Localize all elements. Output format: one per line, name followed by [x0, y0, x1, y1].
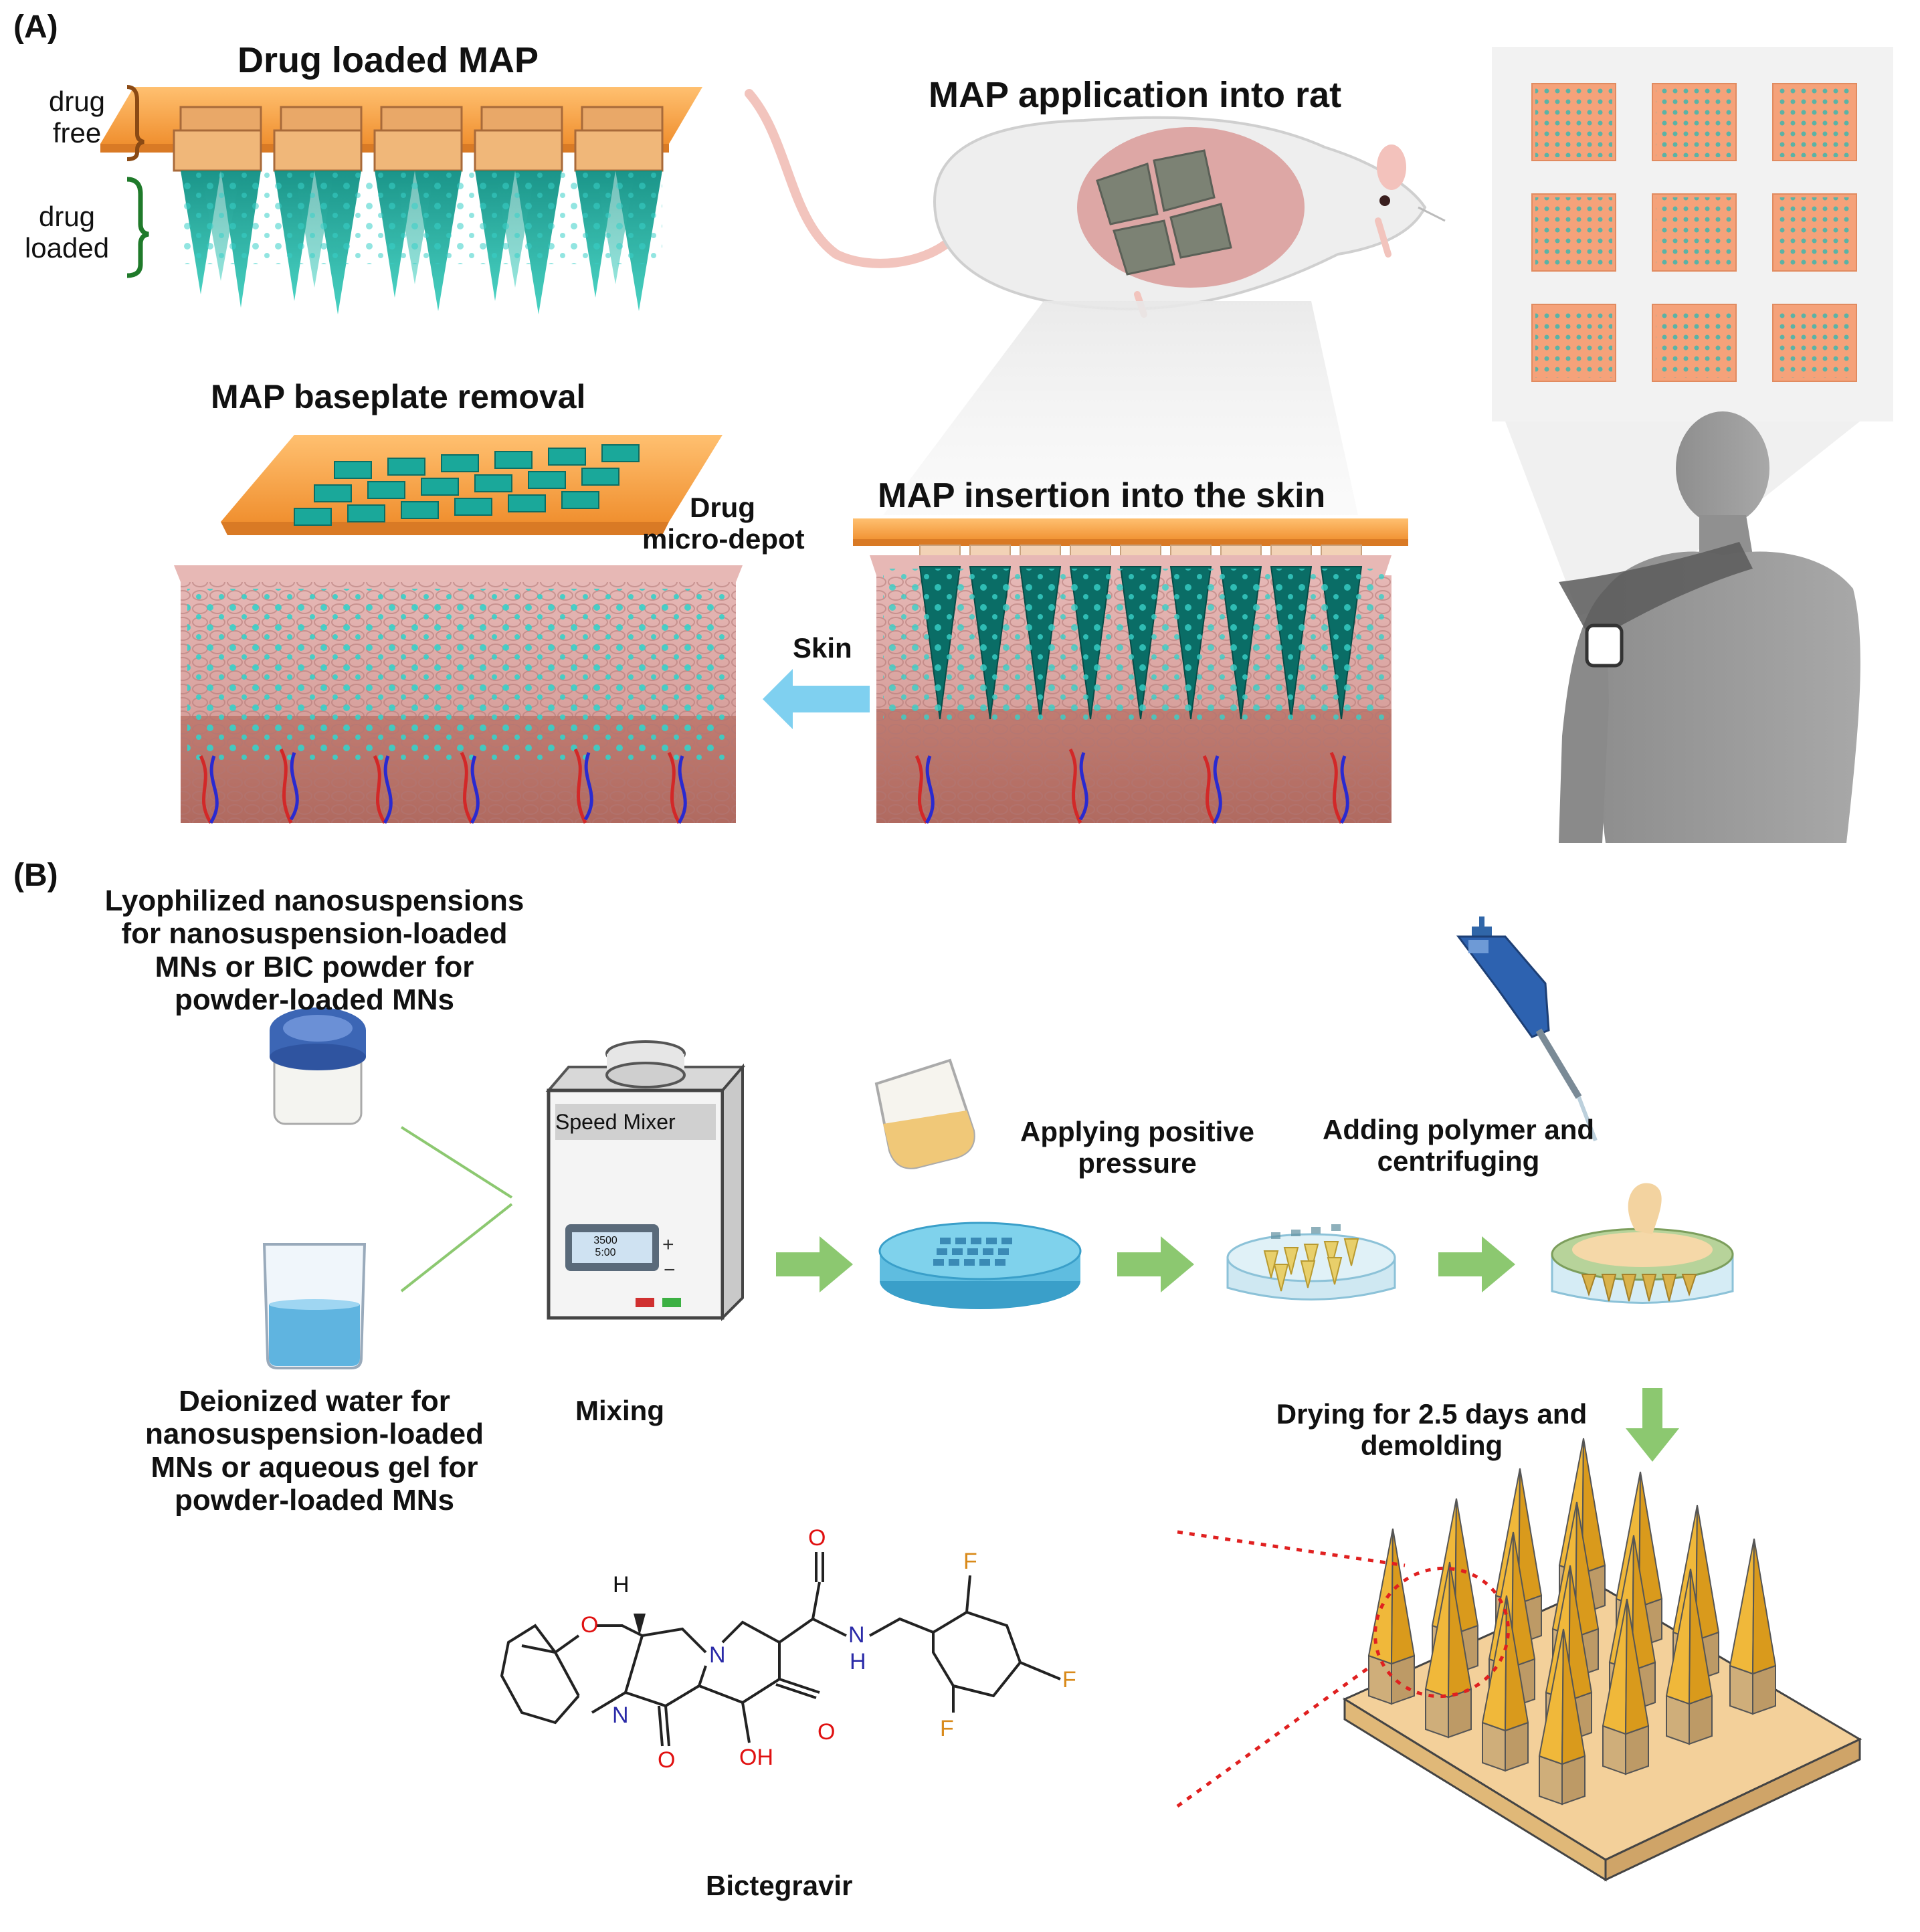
bictegravir-structure [500, 1552, 1061, 1747]
atom-n-2: N [612, 1703, 629, 1728]
microneedle [1481, 1595, 1529, 1772]
atom-oh: OH [739, 1745, 773, 1770]
svg-text:+: + [662, 1234, 674, 1256]
skin-arrow [763, 669, 870, 729]
merge-lines [400, 1126, 513, 1292]
map-insertion-illustration [853, 518, 1408, 824]
polymer-cup-icon [874, 1058, 975, 1169]
panel-a-label: (A) [13, 9, 58, 45]
atom-n-1: N [709, 1642, 726, 1668]
microneedle [1665, 1568, 1713, 1745]
water-caption: Deionized water for nanosuspension-loade… [145, 1385, 484, 1517]
atom-f-right: F [1062, 1667, 1076, 1693]
speed-mixer-device: + − [545, 1040, 746, 1321]
drug-loaded-map-title: Drug loaded MAP [237, 40, 539, 80]
process-arrows [776, 1236, 1679, 1462]
zoom-callout [1176, 1530, 1510, 1808]
powder-jar-icon [270, 1007, 366, 1125]
rat-illustration [745, 89, 1446, 515]
atom-o-right: O [818, 1719, 836, 1745]
molecule-name: Bictegravir [706, 1870, 853, 1901]
atom-o-bottom: O [658, 1747, 676, 1773]
rat-title: MAP application into rat [929, 75, 1342, 115]
microneedle [1367, 1528, 1416, 1705]
atom-nh-n: N [848, 1622, 865, 1648]
atom-h-stereo: H [613, 1572, 630, 1598]
atom-f-left: F [940, 1716, 954, 1741]
water-beaker-icon [262, 1243, 367, 1369]
svg-text:−: − [664, 1259, 676, 1281]
microneedle-set [1367, 1438, 1777, 1806]
mold-step-pressure [878, 1222, 1082, 1309]
mixing-caption: Mixing [575, 1395, 664, 1426]
atom-o-top: O [808, 1525, 826, 1551]
patch-and-human-illustration [1492, 47, 1893, 843]
atom-f-top: F [963, 1549, 977, 1574]
microneedle [1424, 1561, 1472, 1739]
powder-caption: Lyophilized nanosuspensions for nanosusp… [104, 884, 524, 1016]
mixer-label: Speed Mixer [555, 1110, 676, 1134]
atom-nh-h: H [850, 1649, 866, 1674]
mold-step-centrifuge [1551, 1183, 1734, 1304]
baseplate-removal-illustration [174, 435, 743, 824]
panel-b-label: (B) [13, 858, 58, 893]
drug-loaded-map-illustration [100, 85, 702, 314]
skin-label: Skin [793, 632, 852, 664]
baseplate-removal-title: MAP baseplate removal [211, 378, 586, 415]
microneedle [1729, 1538, 1777, 1715]
mold-step-filled [1226, 1224, 1396, 1300]
microneedle [1538, 1628, 1586, 1806]
pipette-icon [1456, 916, 1598, 1142]
atom-o-ring: O [581, 1612, 599, 1638]
microneedle [1602, 1598, 1650, 1775]
insertion-title: MAP insertion into the skin [878, 476, 1326, 515]
